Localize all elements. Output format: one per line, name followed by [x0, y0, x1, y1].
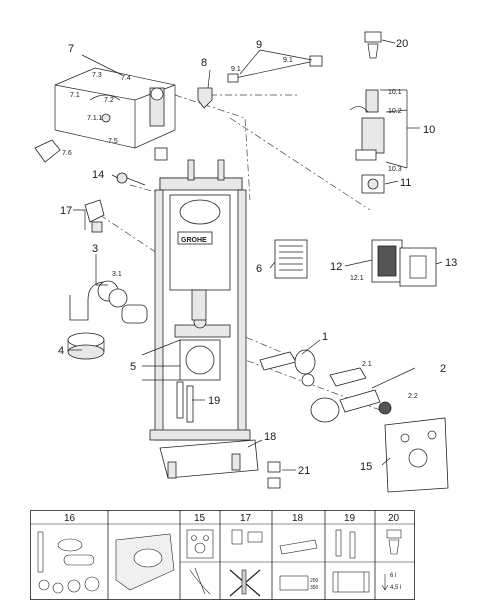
sound-pad-15 [384, 417, 449, 493]
callout-12: 12 [330, 261, 342, 273]
exploded-parts-diagram: GROHE [34, 31, 457, 493]
legend-dim-200: 200 [310, 578, 319, 584]
callout-14: 14 [92, 169, 104, 181]
plug-7-6 [34, 139, 61, 163]
callout-7-6: 7.6 [62, 150, 72, 157]
legend-header-17: 17 [240, 513, 252, 524]
fill-valve-kit [54, 67, 176, 161]
callout-18: 18 [264, 431, 276, 443]
callout-2-2: 2.2 [408, 393, 418, 400]
callout-6: 6 [256, 263, 262, 275]
callout-4: 4 [58, 345, 64, 357]
drain-elbow-3 [69, 280, 148, 324]
angle-valve-8 [197, 87, 213, 109]
callout-19: 19 [208, 395, 220, 407]
callout-2-1: 2.1 [362, 361, 372, 368]
callout-12-1: 12.1 [350, 275, 364, 282]
legend-volume-6: 6 l [390, 573, 396, 579]
legend-cell-toilet [115, 533, 175, 591]
callout-7-1: 7.1 [70, 92, 80, 99]
callout-7-1-1: 7.1.1 [87, 115, 103, 122]
callout-20: 20 [396, 38, 408, 50]
brand-plate-text: GROHE [181, 237, 207, 244]
legend-headers: 16 15 17 18 19 20 [64, 513, 400, 524]
callout-9: 9 [256, 39, 262, 51]
callout-17: 17 [60, 205, 72, 217]
cover-box-6 [274, 239, 308, 279]
callout-10-3: 10.3 [388, 166, 402, 173]
legend-dividers [107, 510, 376, 600]
callout-5: 5 [130, 361, 136, 373]
callout-11: 11 [400, 177, 411, 189]
flush-plate-13 [399, 247, 437, 287]
callout-2: 2 [440, 363, 446, 375]
legend-header-20: 20 [388, 513, 400, 524]
sleeve-4 [67, 332, 105, 360]
callout-9-1-left: 9.1 [231, 66, 241, 73]
callout-21: 21 [298, 465, 310, 477]
legend-cell-15 [180, 529, 220, 595]
callout-8: 8 [201, 57, 207, 69]
callout-7-3: 7.3 [92, 72, 102, 79]
legend-volume-4-5: 4,5 l [390, 585, 401, 591]
mounting-brackets-19 [176, 381, 194, 423]
flush-valve-stack [349, 31, 385, 194]
legend-cell-18: 200 350 [272, 539, 325, 591]
wall-bracket-17 [84, 199, 105, 233]
callout-10: 10 [423, 124, 435, 136]
connection-pipes [259, 349, 392, 423]
legend-cell-17 [220, 529, 272, 597]
flexible-hose-9 [227, 55, 323, 83]
leader-lines [68, 39, 443, 471]
callout-10-1: 10.1 [388, 89, 402, 96]
legend-cell-16 [37, 531, 100, 594]
callout-3: 3 [92, 243, 98, 255]
legend-header-16: 16 [64, 513, 76, 524]
frame-feet-18 [159, 439, 259, 479]
legend-dim-350: 350 [310, 585, 319, 591]
mounting-frame: GROHE [149, 159, 251, 441]
callout-13: 13 [445, 257, 457, 269]
clips-21 [267, 461, 281, 489]
legend-header-15: 15 [194, 513, 206, 524]
fixing-bolt-14 [116, 172, 146, 186]
callout-7-5: 7.5 [108, 138, 118, 145]
callout-1: 1 [322, 331, 328, 343]
callout-7: 7 [68, 43, 74, 55]
legend-cell-19 [325, 529, 375, 593]
legend-cell-20: 6 l 4,5 l [375, 529, 415, 591]
callout-labels: 7 7.3 7.4 7.1 7.2 7.1.1 7.5 7.6 8 9 9.1 … [58, 38, 457, 477]
callout-9-1-right: 9.1 [283, 57, 293, 64]
callout-3-1: 3.1 [112, 271, 122, 278]
legend-header-19: 19 [344, 513, 356, 524]
callout-7-4: 7.4 [121, 75, 131, 82]
callout-10-2: 10.2 [388, 108, 402, 115]
flush-plate-frame-12 [371, 239, 403, 283]
callout-7-2: 7.2 [104, 97, 114, 104]
callout-15: 15 [360, 461, 372, 473]
legend-header-18: 18 [292, 513, 304, 524]
accessory-legend-table: 16 15 17 18 19 20 200 350 [30, 510, 415, 600]
